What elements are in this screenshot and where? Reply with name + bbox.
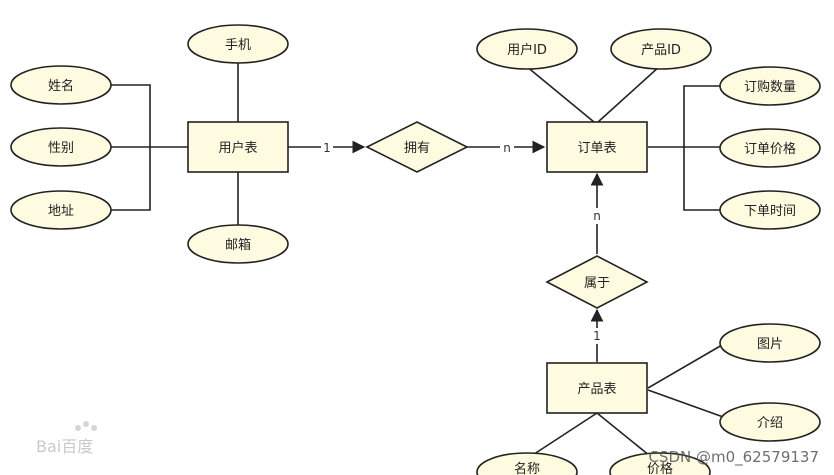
attribute-order-time[interactable]: 下单时间 [719, 190, 821, 230]
attribute-order-qty[interactable]: 订购数量 [719, 66, 821, 106]
attribute-user-gender-label: 性别 [48, 141, 74, 156]
attribute-product-intro-label: 介绍 [757, 416, 783, 431]
edges-order-attributes [525, 65, 720, 211]
edges-user-attributes [111, 60, 239, 225]
entity-user[interactable]: 用户表 [187, 121, 289, 173]
baidu-watermark-text: Bai百度 [36, 437, 93, 456]
entity-order-label: 订单表 [577, 141, 616, 156]
attribute-user-name[interactable]: 姓名 [10, 65, 112, 105]
edges-relationships [288, 140, 604, 362]
attribute-product-price-label: 价格 [647, 461, 673, 475]
relationship-has-label: 拥有 [404, 141, 430, 156]
cardinality-user-has: 1 [323, 141, 331, 155]
attribute-user-email-label: 邮箱 [225, 237, 251, 253]
attribute-order-price[interactable]: 订单价格 [719, 128, 821, 168]
cardinality-order-belongs: n [593, 209, 601, 223]
entity-product-label: 产品表 [577, 382, 616, 397]
attribute-order-qty-label: 订购数量 [744, 79, 796, 95]
attribute-product-name[interactable]: 名称 [476, 452, 578, 475]
attribute-user-gender[interactable]: 性别 [10, 127, 112, 167]
cardinality-has-order: n [503, 141, 511, 155]
relationship-belongs-label: 属于 [584, 276, 610, 291]
attribute-product-image[interactable]: 图片 [719, 323, 821, 363]
attribute-product-name-label: 名称 [514, 461, 540, 475]
attribute-order-product-id[interactable]: 产品ID [610, 28, 712, 70]
relationship-belongs[interactable]: 属于 [545, 255, 649, 309]
attribute-order-user-id[interactable]: 用户ID [476, 28, 578, 70]
entity-user-label: 用户表 [218, 140, 257, 156]
relationship-has[interactable]: 拥有 [365, 121, 469, 173]
attribute-user-name-label: 姓名 [48, 78, 74, 94]
attribute-product-intro[interactable]: 介绍 [719, 402, 821, 442]
attribute-order-product-id-label: 产品ID [641, 43, 681, 58]
attribute-user-email[interactable]: 邮箱 [187, 224, 289, 264]
attribute-user-phone-label: 手机 [225, 38, 251, 53]
csdn-watermark: CSDN @m0_62579137 [648, 448, 819, 467]
edges-product-attributes [524, 344, 727, 461]
attribute-order-time-label: 下单时间 [744, 204, 796, 219]
attribute-user-address-label: 地址 [48, 204, 74, 219]
attribute-order-price-label: 订单价格 [744, 141, 796, 157]
attribute-product-image-label: 图片 [757, 337, 783, 352]
attribute-user-phone[interactable]: 手机 [187, 24, 289, 64]
attribute-order-user-id-label: 用户ID [507, 42, 547, 58]
entity-product[interactable]: 产品表 [546, 362, 648, 414]
cardinality-belongs-product: 1 [593, 329, 601, 343]
attribute-user-address[interactable]: 地址 [10, 190, 112, 230]
entity-order[interactable]: 订单表 [546, 121, 648, 173]
baidu-watermark: Bai百度 [36, 421, 97, 456]
attribute-product-price[interactable]: 价格 [609, 452, 711, 475]
